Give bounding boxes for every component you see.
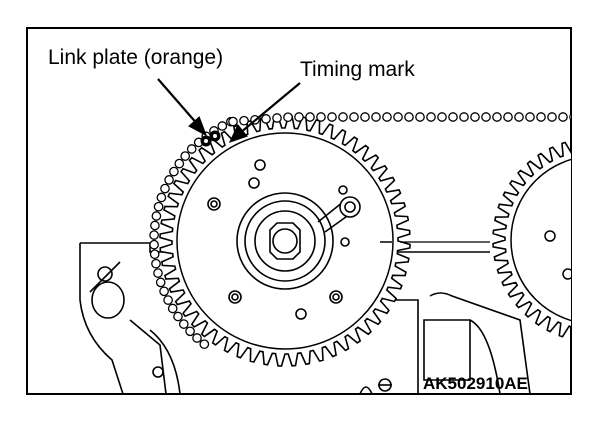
- chain-link: [163, 295, 173, 305]
- chain-link: [404, 112, 414, 122]
- chain-link: [192, 333, 202, 343]
- chain-link: [294, 112, 304, 122]
- chain-link: [261, 114, 271, 124]
- chain-link: [382, 112, 392, 122]
- chain-link: [151, 211, 162, 221]
- chain-link: [569, 113, 571, 121]
- chain-link: [316, 112, 326, 122]
- chain-link: [153, 201, 164, 212]
- chain-link: [393, 112, 403, 122]
- chain-link: [167, 303, 178, 314]
- chain-link: [180, 151, 191, 161]
- chain-link: [327, 112, 337, 122]
- chain-link: [186, 144, 197, 154]
- chain-link: [173, 311, 183, 322]
- chain-link: [149, 249, 160, 260]
- chain-link: [283, 112, 293, 123]
- chain-link: [164, 175, 174, 185]
- chain-link: [371, 112, 381, 122]
- left-sprocket: [159, 115, 490, 367]
- chain-link: [155, 277, 166, 288]
- chain-link: [228, 116, 238, 127]
- chain-link: [349, 112, 359, 122]
- chain-link: [160, 183, 170, 194]
- chain-link: [448, 112, 458, 122]
- chain-link: [149, 230, 159, 240]
- chain-link: [525, 112, 535, 122]
- chain-link: [156, 192, 167, 203]
- sprocket-hub: [207, 159, 361, 320]
- chain-link: [338, 112, 348, 122]
- chain-link: [426, 112, 436, 122]
- chain-link: [558, 112, 568, 122]
- chain-link: [199, 339, 210, 350]
- chain-link: [360, 112, 370, 122]
- callout-timing-mark: Timing mark: [300, 58, 415, 81]
- chain-link: [217, 121, 228, 131]
- chain-link: [437, 112, 447, 122]
- figure-code: AK502910AE: [423, 374, 528, 393]
- chain-link: [159, 286, 169, 297]
- chain-link: [272, 113, 282, 123]
- right-sprocket: [492, 141, 571, 338]
- chain-link: [470, 112, 480, 122]
- chain-link: [239, 115, 249, 126]
- chain-link: [169, 166, 179, 177]
- chain-link: [178, 319, 189, 329]
- chain-link: [185, 326, 195, 337]
- callout-arrows: [157, 78, 301, 143]
- callout-link-plate: Link plate (orange): [48, 46, 223, 69]
- chain-link: [151, 258, 161, 269]
- chain-link: [547, 112, 557, 122]
- chain-link: [174, 158, 185, 169]
- chain-link: [514, 112, 524, 122]
- chain-link: [536, 112, 546, 122]
- chain-link: [415, 112, 425, 122]
- chain-link: [492, 112, 502, 122]
- chain-link: [153, 268, 163, 278]
- chain-link: [150, 220, 160, 231]
- chain-link: [149, 239, 159, 250]
- chain-link: [459, 112, 469, 122]
- chain-link: [503, 112, 513, 122]
- chain-link: [481, 112, 491, 122]
- link-plate-orange: [200, 130, 221, 147]
- chain-link: [305, 112, 315, 122]
